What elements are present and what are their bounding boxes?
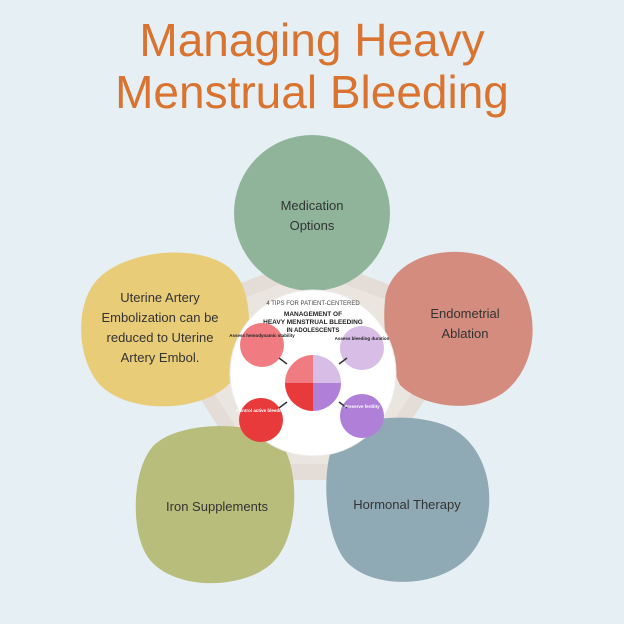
inset-center-q4 bbox=[313, 383, 341, 411]
diagram-title: Managing Heavy Menstrual Bleeding bbox=[0, 14, 624, 118]
petal-endometrial bbox=[384, 251, 533, 406]
petal-hormonal-line-1: Hormonal Therapy bbox=[353, 497, 461, 512]
title-line-1: Managing Heavy bbox=[139, 14, 485, 66]
inset-tip-3-title: Control active bleeding bbox=[236, 408, 286, 413]
inset-arrow-1 bbox=[278, 357, 288, 365]
inset-tip-2-bubble bbox=[340, 326, 384, 370]
title-line-2: Menstrual Bleeding bbox=[115, 66, 509, 118]
petal-medication-line-2: Options bbox=[289, 218, 335, 233]
petal-endometrial-line-2: Ablation bbox=[441, 326, 489, 341]
petal-medication bbox=[234, 135, 390, 291]
inset-center-q3 bbox=[285, 383, 313, 411]
petal-endometrial-label: Endometrial Ablation bbox=[410, 304, 520, 344]
petal-uterine-line-4: Artery Embol. bbox=[120, 350, 200, 365]
petal-iron-shape bbox=[135, 426, 295, 584]
petal-medication-line-1: Medication bbox=[280, 198, 344, 213]
inset-tip-2-title: Assess bleeding duration bbox=[335, 336, 390, 341]
inset-header-3: IN ADOLESCENTS bbox=[287, 328, 340, 334]
petal-uterine-label: Uterine Artery Embolization can be reduc… bbox=[86, 286, 234, 370]
inset-tip-4-title: Preserve fertility bbox=[344, 404, 380, 409]
petal-uterine-line-1: Uterine Artery bbox=[120, 290, 200, 305]
petal-iron-label: Iron Supplements bbox=[152, 496, 282, 518]
inset-header-2: HEAVY MENSTRUAL BLEEDING bbox=[263, 319, 363, 326]
inset-center-q1 bbox=[285, 355, 313, 383]
petal-uterine bbox=[81, 252, 249, 407]
inset-arrow-3 bbox=[278, 401, 288, 409]
inset-header-small: 4 TIPS FOR PATIENT-CENTERED bbox=[266, 301, 360, 307]
inset-center-q2 bbox=[313, 355, 341, 383]
petal-uterine-shape bbox=[81, 252, 249, 407]
inset-arrow-4 bbox=[338, 401, 348, 409]
petal-hormonal bbox=[326, 417, 490, 582]
inset-arrow-2 bbox=[338, 357, 348, 365]
petal-iron-line-1: Iron Supplements bbox=[166, 499, 268, 514]
petal-iron bbox=[135, 426, 295, 584]
petal-uterine-line-3: reduced to Uterine bbox=[106, 330, 214, 345]
petal-uterine-line-2: Embolization can be bbox=[101, 310, 219, 325]
inset-tip-4-bubble bbox=[340, 394, 384, 438]
inset-tip-3-bubble bbox=[239, 398, 283, 442]
inset-tip-1-title: Assess hemodynamic stability bbox=[229, 333, 295, 338]
petal-medication-shape bbox=[234, 135, 390, 291]
inset-infographic: 4 TIPS FOR PATIENT-CENTERED MANAGEMENT O… bbox=[229, 289, 397, 457]
petal-hormonal-label: Hormonal Therapy bbox=[342, 494, 472, 516]
inset-tip-1-bubble bbox=[240, 323, 284, 367]
inset-header-1: MANAGEMENT OF bbox=[284, 311, 342, 318]
petal-endometrial-shape bbox=[384, 251, 533, 406]
petal-endometrial-line-1: Endometrial bbox=[430, 306, 500, 321]
petal-hormonal-shape bbox=[326, 417, 490, 582]
petal-medication-label: Medication Options bbox=[252, 196, 372, 236]
